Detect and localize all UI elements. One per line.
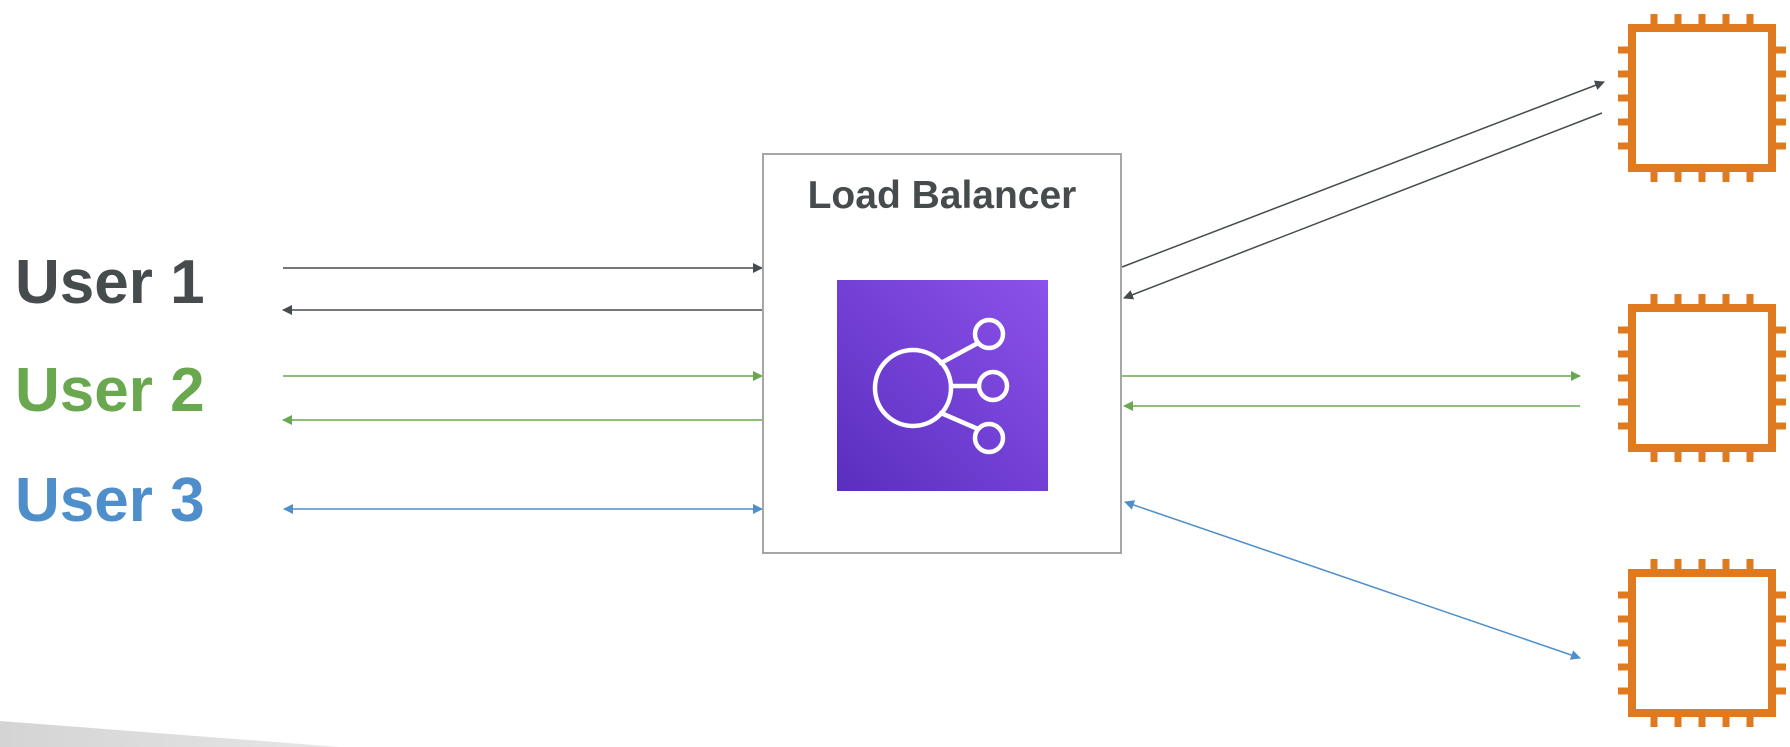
- lb-instance-3-arrow: [1124, 500, 1581, 660]
- ec2-instance-1-icon: [1618, 14, 1786, 182]
- instance-1-to-lb-arrow: [1123, 112, 1603, 300]
- load-balancer-box: Load Balancer: [762, 153, 1122, 554]
- decorative-band: [0, 721, 340, 747]
- ec2-instance-2-icon: [1618, 294, 1786, 462]
- user-1-label: User 1: [15, 248, 205, 317]
- load-balancer-title: Load Balancer: [807, 174, 1077, 217]
- lb-to-instance-1-arrow: [1121, 80, 1605, 268]
- ec2-instance-3-icon: [1618, 559, 1786, 727]
- user-3-label: User 3: [15, 466, 205, 535]
- elastic-load-balancing-icon: [837, 280, 1048, 491]
- user-2-label: User 2: [15, 356, 205, 425]
